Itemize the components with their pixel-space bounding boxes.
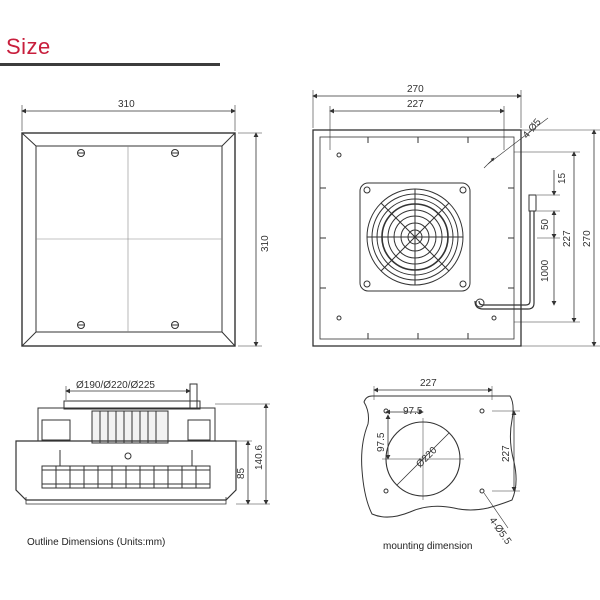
outline-caption: Outline Dimensions (Units:mm) [27,537,165,548]
mount-hole-icon [479,488,485,494]
rear-dim-50-label: 50 [540,218,551,230]
front-width-label: 310 [118,99,135,110]
mount-hole-icon [336,152,342,158]
mount-hole-icon [491,315,497,321]
rear-outer-width-label: 270 [407,84,424,95]
mount-hole-icon [336,315,342,321]
mount-holes-label: 4-Ø5.5 [487,515,514,547]
screw-icon [171,321,179,329]
screw-icon [77,321,85,329]
mount-offset-y-label: 97.5 [376,432,387,452]
rear-cable-label: 1000 [540,259,551,282]
page-title: Size [6,34,51,59]
mount-width-label: 227 [420,378,437,389]
screw-icon [171,149,179,157]
mount-hole-icon [383,488,389,494]
rear-inner-width-label: 227 [407,99,424,110]
rear-hole-label: 4-Ø5 [521,116,544,140]
mounting-caption: mounting dimension [383,541,473,552]
mounting-view [361,386,520,529]
mount-offset-x-label: 97.5 [403,406,423,417]
mount-hole-icon [479,408,485,414]
rear-view [312,90,600,347]
side-view [15,383,270,505]
mount-height-label: 227 [501,445,512,462]
screw-icon [77,149,85,157]
rear-dim-15-label: 15 [557,172,568,184]
side-body-height-label: 85 [236,467,247,479]
side-diameter-label: Ø190/Ø220/Ø225 [76,380,155,391]
title-underline [0,63,220,66]
front-view [21,105,262,347]
side-total-height-label: 140.6 [254,445,265,470]
fan-guard-icon [359,182,471,292]
rear-inner-height-label: 227 [562,230,573,247]
front-height-label: 310 [260,235,271,252]
mount-circle-label: Ø220 [414,445,439,470]
rear-outer-height-label: 270 [582,230,593,247]
